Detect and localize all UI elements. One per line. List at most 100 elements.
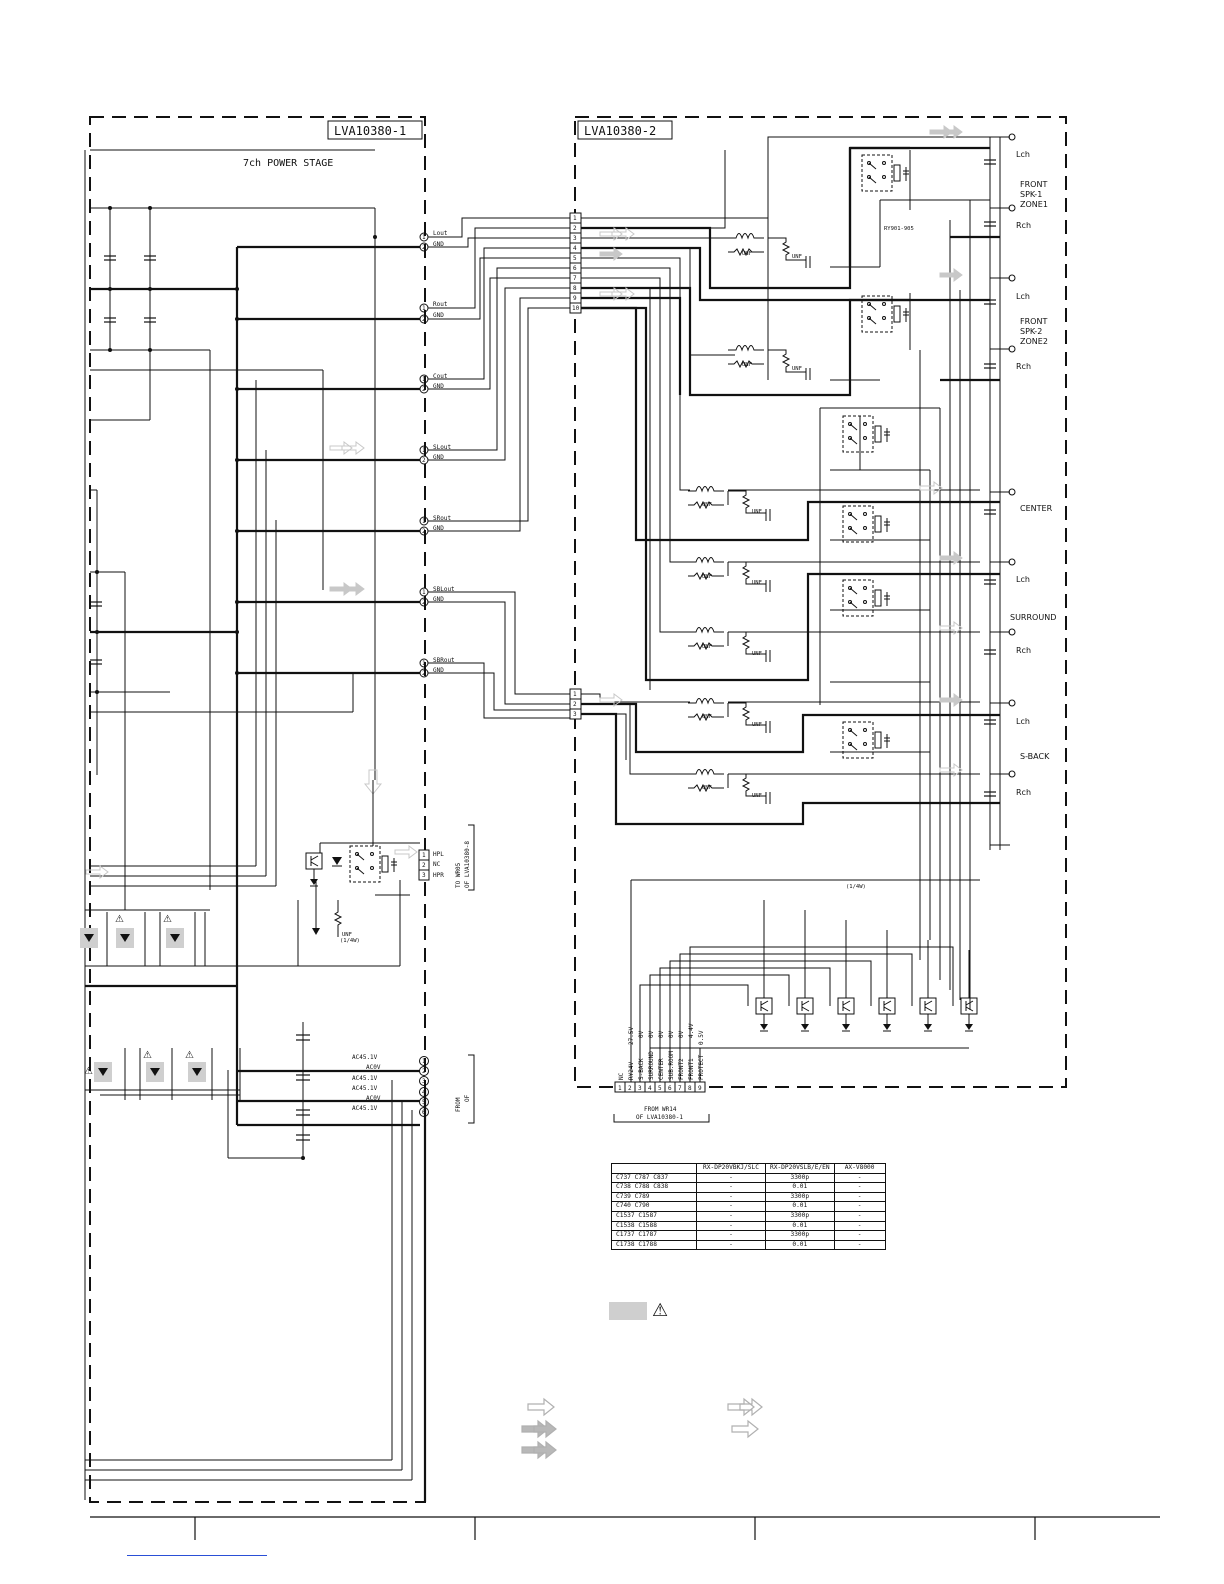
svg-text:8: 8 <box>573 285 577 292</box>
svg-text:5: 5 <box>658 1085 662 1092</box>
label-sback-r: Rch <box>1016 788 1031 797</box>
svg-text:2: 2 <box>422 528 426 535</box>
lc-network-1 <box>727 233 811 269</box>
svg-text:2: 2 <box>573 225 577 232</box>
svg-text:4: 4 <box>573 245 577 252</box>
svg-text:0.5V: 0.5V <box>698 1030 705 1045</box>
svg-text:AC45.1V: AC45.1V <box>352 1085 378 1092</box>
svg-text:2: 2 <box>422 670 426 677</box>
label-front2-r: Rch <box>1016 362 1031 371</box>
svg-text:UNF: UNF <box>702 644 712 650</box>
svg-text:2: 2 <box>422 862 426 869</box>
svg-text:2: 2 <box>573 701 577 708</box>
label-front2-spk: SPK-2 <box>1020 327 1042 336</box>
relay-3 <box>842 415 891 453</box>
board-right-outline <box>574 116 1067 1088</box>
svg-text:0V: 0V <box>678 1030 685 1038</box>
svg-text:6: 6 <box>573 265 577 272</box>
cap-table-header-3: AX-V8000 <box>833 1163 886 1174</box>
svg-text:0V: 0V <box>648 1030 655 1038</box>
svg-text:UNF: UNF <box>702 574 712 580</box>
board-left-subtitle: 7ch POWER STAGE <box>243 158 333 169</box>
out-1-sig: Lout <box>433 230 448 237</box>
svg-text:2: 2 <box>422 1068 426 1075</box>
label-front1-zone: ZONE1 <box>1020 200 1048 209</box>
out-connector-4: 12 SLout GND <box>419 444 451 465</box>
svg-text:1: 1 <box>422 589 426 596</box>
connector-cn-3pin: 1 2 3 <box>569 688 582 720</box>
svg-text:1: 1 <box>573 215 577 222</box>
svg-text:(1/4W): (1/4W) <box>846 884 866 890</box>
svg-text:1: 1 <box>422 447 426 454</box>
svg-text:6: 6 <box>668 1085 672 1092</box>
connector-cn-10pin: 1 2 3 4 5 6 7 8 9 10 <box>569 212 582 314</box>
out-3-sig: Cout <box>433 373 448 380</box>
svg-text:7: 7 <box>678 1085 682 1092</box>
svg-text:UNF: UNF <box>742 362 752 368</box>
ac-connector: 1 2 3 4 5 6 AC45.1V AC0V AC45.1V AC45.1V… <box>352 1054 475 1124</box>
svg-text:9: 9 <box>573 295 577 302</box>
out-4-gnd: GND <box>433 454 444 461</box>
label-front2-l: Lch <box>1016 292 1030 301</box>
svg-text:9: 9 <box>698 1085 702 1092</box>
headphone-dest-2: OF LVA10380-8 <box>464 841 471 888</box>
svg-text:AC45.1V: AC45.1V <box>352 1075 378 1082</box>
svg-text:3: 3 <box>422 872 426 879</box>
capacitor-table: RX-DP20VBKJ/SLC RX-DP20VSLB/E/EN AX-V800… <box>611 1163 886 1251</box>
relay-5 <box>842 579 891 617</box>
svg-text:2: 2 <box>628 1085 632 1092</box>
label-surround-l: Lch <box>1016 575 1030 584</box>
svg-text:UNF: UNF <box>752 722 762 728</box>
svg-text:3: 3 <box>573 711 577 718</box>
label-surround-r: Rch <box>1016 646 1031 655</box>
label-surround: SURROUND <box>1010 613 1056 622</box>
bottom-connector: 1 2 3 4 5 6 7 8 9 NC RY24V S-BACK SURROU… <box>613 1023 710 1123</box>
svg-text:RY24V: RY24V <box>628 1062 635 1080</box>
out-5-sig: SRout <box>433 515 451 522</box>
svg-text:1: 1 <box>422 518 426 525</box>
svg-text:HPR: HPR <box>433 872 444 879</box>
svg-text:UNF: UNF <box>752 509 762 515</box>
svg-text:0V: 0V <box>638 1030 645 1038</box>
svg-text:4: 4 <box>648 1085 652 1092</box>
svg-text:2: 2 <box>422 244 426 251</box>
out-connector-3: 12 Cout GND <box>419 373 448 394</box>
svg-text:SUB.ROOM: SUB.ROOM <box>668 1051 675 1080</box>
svg-text:⚠: ⚠ <box>84 1066 93 1077</box>
headphone-dest-1: TO WR05 <box>455 862 462 888</box>
cap-table-header-1: RX-DP20VBKJ/SLC <box>696 1163 766 1174</box>
out-6-sig: SBLout <box>433 586 455 593</box>
out-connector-6: 1 2 SBLout GND <box>419 586 455 607</box>
svg-text:AC0V: AC0V <box>366 1064 381 1071</box>
label-front2: FRONT <box>1020 317 1047 326</box>
svg-text:5: 5 <box>422 1099 426 1106</box>
svg-text:AC45.1V: AC45.1V <box>352 1054 378 1061</box>
label-center: CENTER <box>1020 504 1053 513</box>
headphone-connector: 1 2 3 HPL NC HPR TO WR05 OF LVA10380-8 <box>418 824 475 891</box>
svg-text:CENTER: CENTER <box>658 1058 665 1080</box>
label-front1: FRONT <box>1020 180 1047 189</box>
out-connector-2: 12 Rout GND <box>419 301 448 324</box>
svg-text:3: 3 <box>573 235 577 242</box>
out-7-gnd: GND <box>433 667 444 674</box>
svg-text:S-BACK: S-BACK <box>638 1058 645 1080</box>
lc-network-4 <box>687 557 771 593</box>
svg-text:1: 1 <box>422 852 426 859</box>
svg-text:AC45.1V: AC45.1V <box>352 1105 378 1112</box>
svg-text:5: 5 <box>573 255 577 262</box>
out-connector-1: 12 Lout GND <box>419 230 448 252</box>
label-sback-l: Lch <box>1016 717 1030 726</box>
svg-text:UNF: UNF <box>752 651 762 657</box>
out-2-gnd: GND <box>433 312 444 319</box>
headphone-relay-section: UNF (1/4W) <box>297 780 420 967</box>
out-1-gnd: GND <box>433 241 444 248</box>
board-right-name: LVA10380-2 <box>584 124 656 138</box>
svg-text:2: 2 <box>422 599 426 606</box>
svg-text:1: 1 <box>573 691 577 698</box>
svg-text:UNF: UNF <box>742 251 752 257</box>
footer-link-underline <box>127 1555 267 1556</box>
svg-text:3: 3 <box>422 1078 426 1085</box>
out-6-gnd: GND <box>433 596 444 603</box>
label-front1-r: Rch <box>1016 221 1031 230</box>
svg-text:7: 7 <box>573 275 577 282</box>
